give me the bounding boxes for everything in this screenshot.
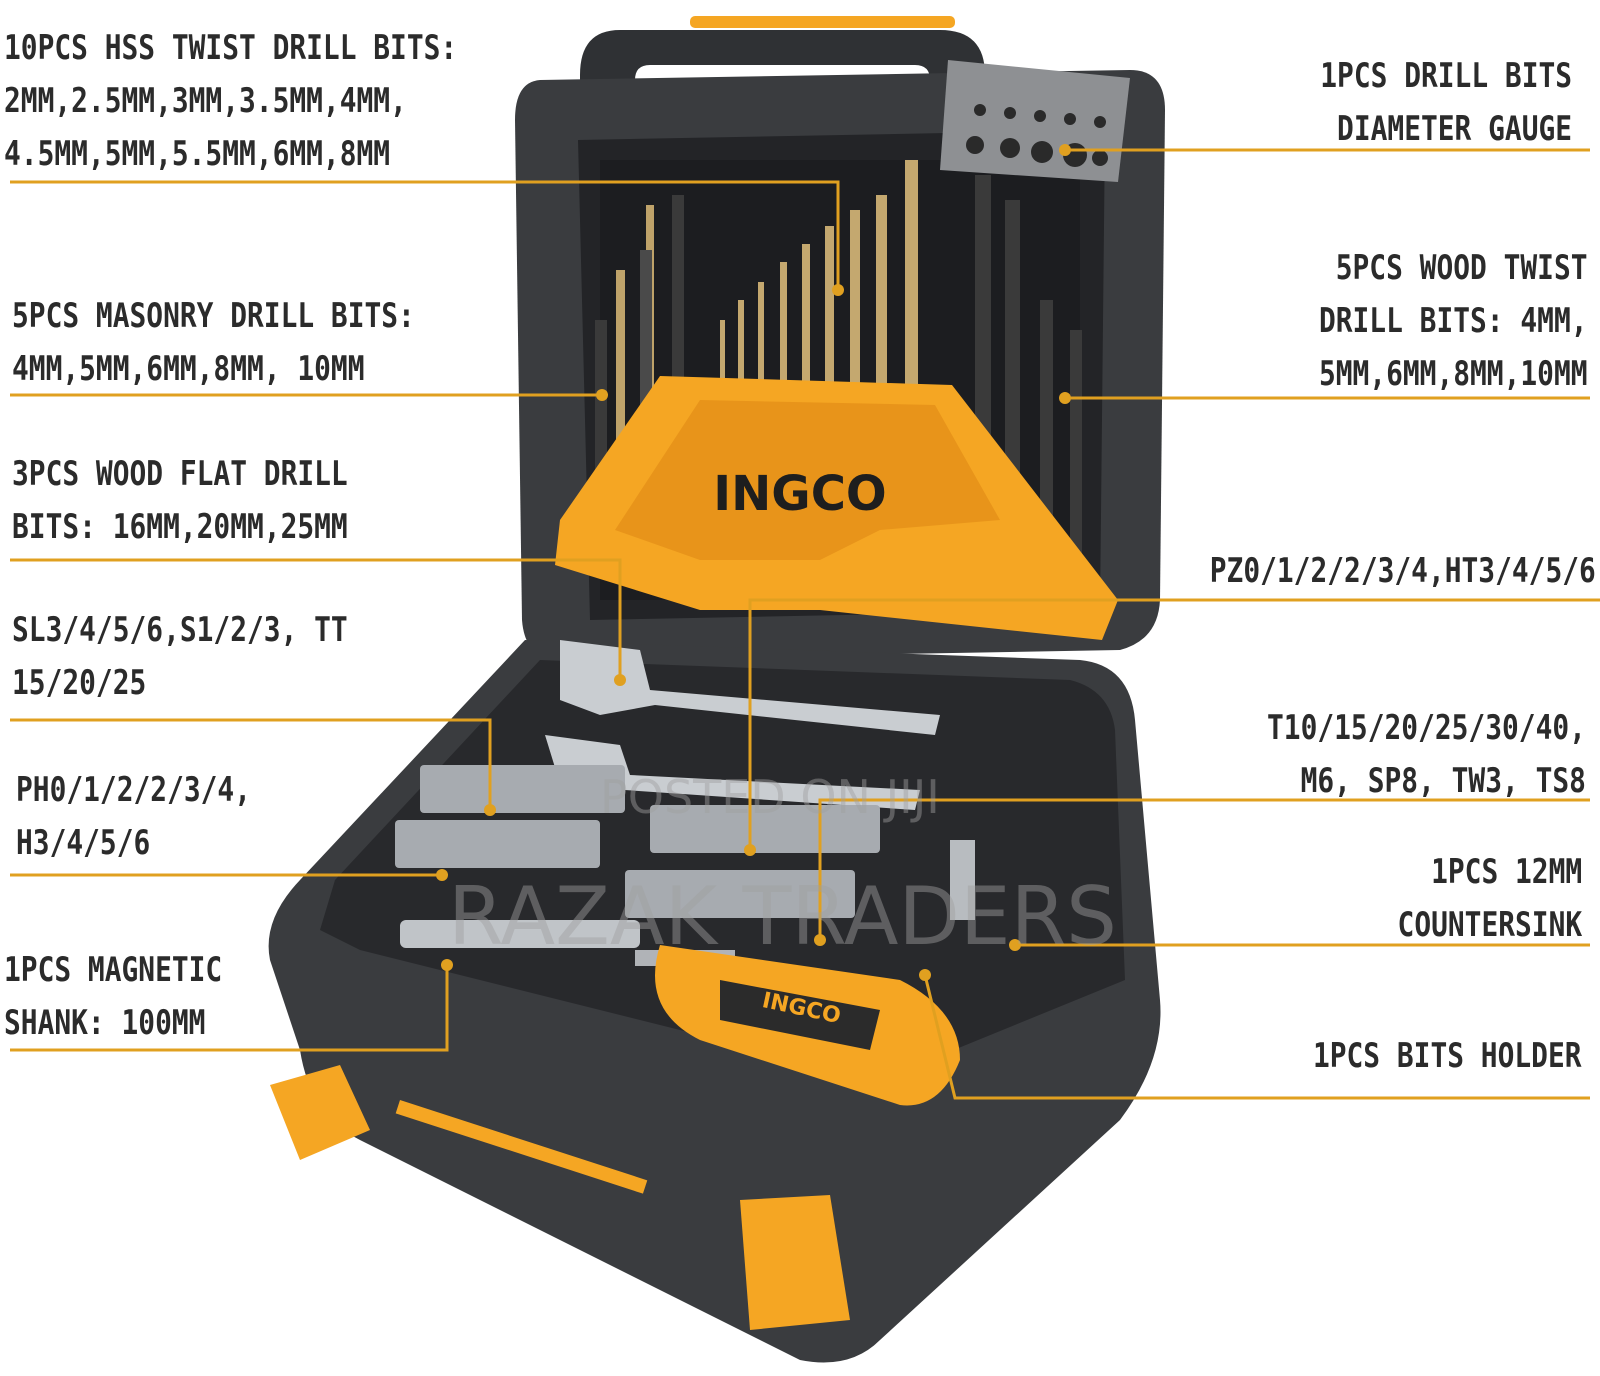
countersink bbox=[950, 840, 975, 920]
label-line: 1PCS 12MM bbox=[1430, 852, 1582, 892]
label-torx-bits: T10/15/20/25/30/40, M6, SP8, TW3, TS8 bbox=[1267, 702, 1586, 808]
leader-lines bbox=[10, 148, 1600, 1100]
label-line: PZ0/1/2/2/3/4,HT3/4/5/6 bbox=[1209, 551, 1596, 591]
magnetic-shank bbox=[400, 920, 640, 948]
watermark-seller: RAZAK TRADERS bbox=[448, 870, 1117, 963]
screwdriver-bit-rows bbox=[395, 765, 880, 918]
label-line: 15/20/25 bbox=[12, 663, 147, 703]
label-line: 10PCS HSS TWIST DRILL BITS: bbox=[4, 28, 458, 68]
label-wood-flat-bits: 3PCS WOOD FLAT DRILL BITS: 16MM,20MM,25M… bbox=[12, 448, 348, 554]
watermark-posted: POSTED ON JIJI bbox=[600, 770, 940, 824]
label-line: 4MM,5MM,6MM,8MM, 10MM bbox=[12, 349, 365, 389]
flat-drill-bits bbox=[545, 640, 940, 810]
orange-bit-rack bbox=[555, 376, 1118, 640]
label-line: DRILL BITS: 4MM, bbox=[1319, 301, 1588, 341]
label-line: 5PCS WOOD TWIST bbox=[1336, 248, 1588, 288]
label-line: 4.5MM,5MM,5.5MM,6MM,8MM bbox=[4, 134, 391, 174]
label-line: 3PCS WOOD FLAT DRILL bbox=[12, 454, 348, 494]
label-line: 1PCS BITS HOLDER bbox=[1313, 1036, 1582, 1076]
label-line: DIAMETER GAUGE bbox=[1337, 109, 1572, 149]
label-slotted-bits: SL3/4/5/6,S1/2/3, TT 15/20/25 bbox=[12, 604, 348, 710]
label-phillips-bits: PH0/1/2/2/3/4, H3/4/5/6 bbox=[16, 764, 251, 870]
label-line: BITS: 16MM,20MM,25MM bbox=[12, 507, 348, 547]
ingco-logo: INGCO bbox=[713, 466, 886, 522]
label-line: 5MM,6MM,8MM,10MM bbox=[1319, 354, 1588, 394]
label-line: 5PCS MASONRY DRILL BITS: bbox=[12, 296, 415, 336]
label-line: SHANK: 100MM bbox=[4, 1003, 206, 1043]
label-line: H3/4/5/6 bbox=[16, 823, 151, 863]
bits-holder-handle bbox=[635, 945, 960, 1106]
label-bits-holder: 1PCS BITS HOLDER bbox=[1313, 1030, 1582, 1083]
label-countersink: 1PCS 12MM COUNTERSINK bbox=[1397, 846, 1582, 952]
case-latches bbox=[270, 1065, 850, 1330]
label-magnetic-shank: 1PCS MAGNETIC SHANK: 100MM bbox=[4, 944, 222, 1050]
diameter-gauge bbox=[940, 60, 1130, 182]
label-pozi-bits: PZ0/1/2/2/3/4,HT3/4/5/6 bbox=[1210, 545, 1596, 598]
label-line: 1PCS MAGNETIC bbox=[4, 950, 223, 990]
leader-dots bbox=[436, 144, 1071, 981]
label-line: SL3/4/5/6,S1/2/3, TT bbox=[12, 610, 348, 650]
case-top-handle bbox=[580, 16, 985, 110]
label-hss-twist-bits: 10PCS HSS TWIST DRILL BITS: 2MM,2.5MM,3M… bbox=[4, 22, 457, 181]
label-line: PH0/1/2/2/3/4, bbox=[16, 770, 251, 810]
label-line: T10/15/20/25/30/40, bbox=[1267, 708, 1586, 748]
label-diameter-gauge: 1PCS DRILL BITS DIAMETER GAUGE bbox=[1320, 50, 1572, 156]
label-line: 2MM,2.5MM,3MM,3.5MM,4MM, bbox=[4, 81, 407, 121]
label-wood-twist-bits: 5PCS WOOD TWIST DRILL BITS: 4MM, 5MM,6MM… bbox=[1319, 242, 1588, 401]
label-line: 1PCS DRILL BITS bbox=[1320, 56, 1572, 96]
label-masonry-bits: 5PCS MASONRY DRILL BITS: 4MM,5MM,6MM,8MM… bbox=[12, 290, 415, 396]
label-line: COUNTERSINK bbox=[1397, 905, 1582, 945]
label-line: M6, SP8, TW3, TS8 bbox=[1300, 761, 1586, 801]
